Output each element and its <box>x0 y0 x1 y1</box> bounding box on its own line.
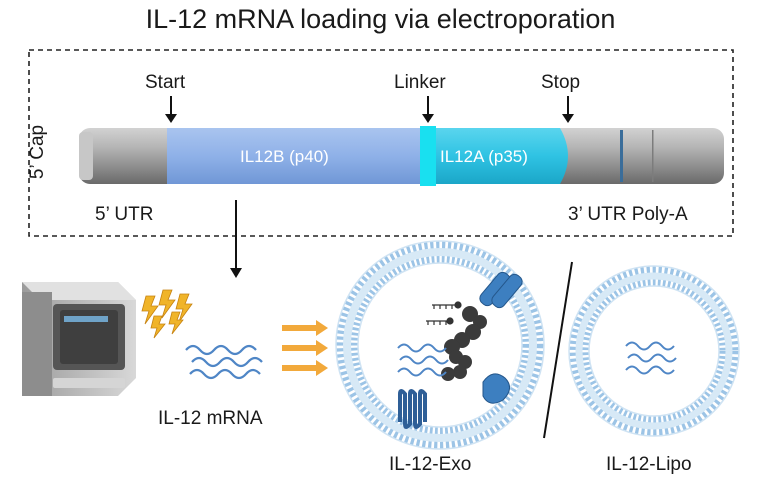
lipo-label: IL-12-Lipo <box>606 454 692 475</box>
mrna-construct-bar <box>79 126 724 186</box>
mrna-label: IL-12 mRNA <box>158 408 263 429</box>
il12a-label: IL12A (p35) <box>440 147 528 166</box>
lightning-icon <box>141 289 193 339</box>
small-rna-icon <box>426 301 462 325</box>
cap-label: 5’ Cap <box>27 124 48 180</box>
stop-label: Stop <box>541 72 581 93</box>
construct-box <box>28 49 734 237</box>
il12a-segment <box>436 128 568 184</box>
exosome-vesicle <box>335 240 545 450</box>
mrna-strand-icon <box>185 344 263 380</box>
il12b-segment <box>172 128 424 184</box>
membrane-protein-icon <box>479 271 523 404</box>
liposome-vesicle <box>568 265 740 437</box>
cap-end <box>79 132 93 180</box>
diagram-title: IL-12 mRNA loading via electroporation <box>145 4 616 34</box>
orange-arrows-icon <box>282 320 328 376</box>
down-arrow-icon <box>230 200 242 278</box>
utr3-label: 3’ UTR Poly-A <box>568 204 688 225</box>
protein-chain-icon <box>441 306 487 381</box>
divider-line <box>543 261 573 439</box>
exo-mrna-icon <box>397 343 449 377</box>
start-label: Start <box>145 72 186 93</box>
lipo-mrna-icon <box>625 341 677 375</box>
linker-label: Linker <box>394 72 446 93</box>
polya-band <box>620 130 623 182</box>
linker-segment <box>420 126 436 186</box>
electroporator-icon <box>22 282 136 396</box>
il12b-label: IL12B (p40) <box>240 147 329 166</box>
exo-label: IL-12-Exo <box>389 454 472 475</box>
transmembrane-protein-icon <box>398 389 427 429</box>
marker-arrows <box>165 96 574 123</box>
utr5-label: 5’ UTR <box>95 204 154 225</box>
